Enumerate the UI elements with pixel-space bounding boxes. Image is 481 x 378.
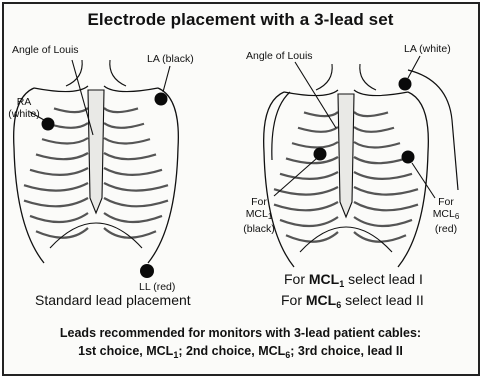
rib-left — [30, 168, 88, 175]
neck-right — [360, 64, 376, 90]
rib-right — [354, 127, 394, 132]
rib-left — [298, 127, 338, 132]
rib-right — [104, 213, 162, 222]
rib-right — [104, 168, 162, 175]
neck-right — [110, 60, 126, 86]
label-ra-color: (white) — [6, 108, 42, 120]
label-la-left: LA (black) — [147, 53, 194, 65]
label-angle-of-louis-left: Angle of Louis — [12, 44, 79, 56]
label-mcl6: For MCL6 (red) — [428, 196, 464, 235]
leader-la-left — [163, 66, 170, 92]
label-mcl1-sub: 1 — [268, 212, 272, 221]
electrode-mcl6 — [402, 151, 415, 164]
footer-line-1: Leads recommended for monitors with 3-le… — [0, 325, 481, 342]
label-mcl1-text: MCL — [246, 208, 268, 220]
label-mcl1-color: (black) — [241, 223, 277, 235]
rib-right — [354, 187, 418, 195]
rib-right — [104, 138, 150, 143]
footer-line-2: 1st choice, MCL1; 2nd choice, MCL6; 3rd … — [0, 343, 481, 364]
caption-6-pre: For — [281, 292, 306, 308]
leader-mcl6 — [412, 163, 435, 198]
rib-right — [104, 183, 168, 191]
label-mcl6-color: (red) — [428, 223, 464, 235]
left-torso-drawing — [14, 60, 179, 263]
rib-left — [24, 183, 88, 191]
rib-right — [354, 157, 406, 163]
label-ra: RA (white) — [6, 96, 42, 120]
rib-right — [104, 108, 138, 112]
footer-choice-1: 1st choice, MCL — [78, 344, 173, 358]
clavicle-left — [284, 90, 338, 96]
rib-right — [104, 123, 144, 128]
arm-outline-left — [272, 92, 290, 160]
label-mcl1-for: For — [241, 196, 277, 208]
caption-1-pre: For — [284, 271, 309, 287]
rib-left — [292, 142, 338, 147]
caption-standard: Standard lead placement — [35, 292, 191, 308]
costal-margin — [50, 223, 142, 248]
arm-outline-right — [408, 70, 458, 190]
rib-right — [354, 217, 412, 226]
caption-1-lead: MCL — [309, 271, 339, 287]
rib-left — [24, 198, 88, 206]
rib-left — [36, 153, 88, 159]
caption-1-post: select lead I — [344, 271, 423, 287]
rib-right — [354, 202, 418, 210]
body-outline-right — [398, 92, 428, 267]
rib-left — [280, 172, 338, 179]
rib-right — [354, 112, 388, 116]
caption-6-post: select lead II — [341, 292, 424, 308]
rib-left — [30, 213, 88, 222]
electrode-mcl1 — [314, 148, 327, 161]
electrode-ll-left — [140, 264, 154, 278]
rib-right — [354, 142, 400, 147]
label-ra-name: RA — [6, 96, 42, 108]
rib-left — [304, 112, 338, 116]
rib-right — [104, 153, 156, 159]
sternum — [338, 94, 354, 217]
rib-left — [54, 108, 88, 112]
rib-right — [104, 198, 168, 206]
caption-select-lead-1: For MCL1 select lead I — [284, 271, 423, 289]
label-mcl6-name: MCL6 — [428, 208, 464, 223]
rib-left — [42, 138, 88, 143]
footer-choice-3: ; 3rd choice, lead II — [290, 344, 403, 358]
label-mcl6-sub: 6 — [455, 212, 459, 221]
sternum — [88, 90, 104, 213]
clavicle-right — [354, 90, 408, 96]
rib-left — [280, 217, 338, 226]
right-torso-drawing — [264, 64, 458, 267]
neck-left — [316, 64, 332, 90]
electrode-la-right — [399, 78, 412, 91]
clavicle-right — [104, 86, 158, 92]
caption-6-lead: MCL — [306, 292, 336, 308]
footer-choice-2: ; 2nd choice, MCL — [178, 344, 285, 358]
body-outline-right — [148, 88, 178, 263]
caption-select-lead-2: For MCL6 select lead II — [281, 292, 424, 310]
label-la-right: LA (white) — [404, 43, 451, 55]
label-mcl6-text: MCL — [433, 208, 455, 220]
electrode-la-left — [155, 93, 168, 106]
label-mcl6-for: For — [428, 196, 464, 208]
neck-left — [66, 60, 82, 86]
body-outline-left — [264, 92, 294, 267]
rib-left — [274, 202, 338, 210]
label-mcl1: For MCL1 (black) — [241, 196, 277, 235]
label-mcl1-name: MCL1 — [241, 208, 277, 223]
costal-margin — [300, 227, 392, 252]
label-angle-of-louis-right: Angle of Louis — [246, 50, 313, 62]
leader-mcl1 — [274, 159, 316, 196]
leader-la-right — [408, 56, 420, 78]
rib-right — [354, 172, 412, 179]
